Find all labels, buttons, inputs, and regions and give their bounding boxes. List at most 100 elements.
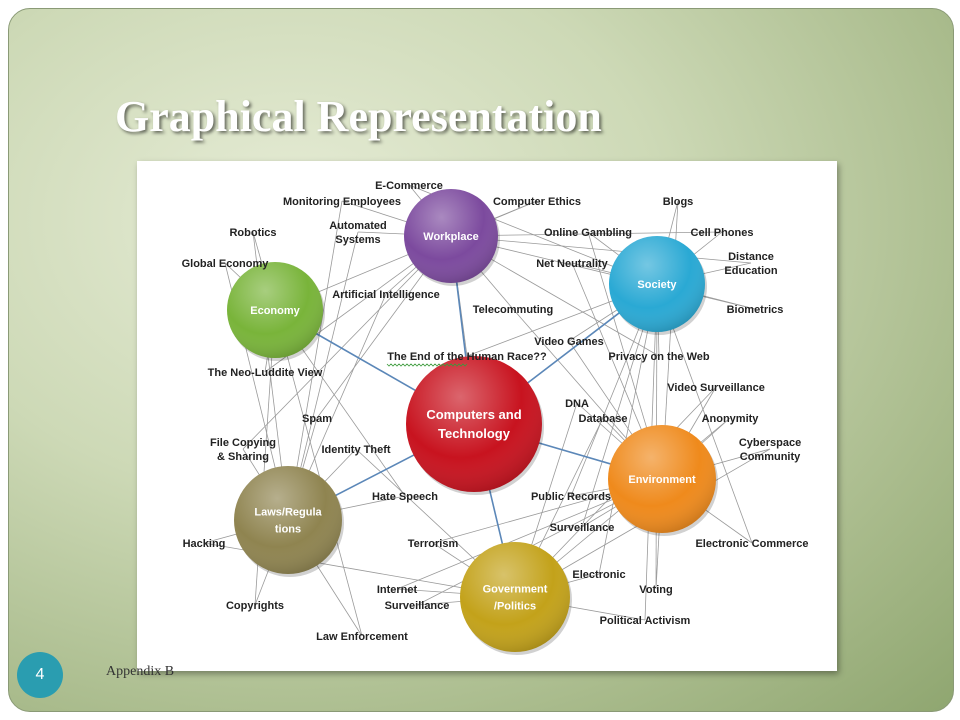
node-label-government: /Politics: [494, 600, 536, 612]
topic-label-distance-education: Distance: [728, 251, 774, 263]
topic-label-public-records: Public Records: [531, 491, 611, 503]
topic-label-internet-surveillance: Surveillance: [385, 600, 450, 612]
slide-title: Graphical Representation: [115, 92, 602, 141]
topic-label-internet: Internet: [377, 584, 418, 596]
grammar-squiggle: [386, 363, 468, 367]
topic-label-neo-luddite: The Neo-Luddite View: [208, 367, 323, 379]
topic-label-computer-ethics: Computer Ethics: [493, 196, 581, 208]
topic-label-surveillance: Surveillance: [550, 522, 615, 534]
topic-label-video-surveillance: Video Surveillance: [667, 382, 765, 394]
topic-robotics: Robotics: [229, 227, 276, 239]
topic-electronic-commerce: Electronic Commerce: [695, 538, 808, 550]
topic-label-net-neutrality: Net Neutrality: [536, 258, 608, 270]
topic-label-law-enforcement: Law Enforcement: [316, 631, 408, 643]
node-environment: Environment: [608, 425, 718, 536]
topic-public-records: Public Records: [531, 491, 611, 503]
topic-identity-theft: Identity Theft: [321, 444, 390, 456]
connector-distance-education-workplace: [450, 235, 752, 264]
topic-label-robotics: Robotics: [229, 227, 276, 239]
topic-label-file-copying: File Copying: [210, 437, 276, 449]
topic-neo-luddite: The Neo-Luddite View: [208, 367, 323, 379]
node-label-economy: Economy: [250, 305, 300, 317]
topic-voting: Voting: [639, 584, 672, 596]
topic-electronic: Electronic: [572, 569, 625, 581]
topic-database: Database: [579, 413, 628, 425]
topic-label-cell-phones: Cell Phones: [691, 227, 754, 239]
node-label-government: Government: [483, 583, 548, 595]
topic-computer-ethics: Computer Ethics: [493, 196, 581, 208]
topic-ecommerce: E-Commerce: [375, 180, 443, 192]
topic-label-dna: DNA: [565, 398, 589, 410]
topic-label-copyrights: Copyrights: [226, 600, 284, 612]
topic-label-distance-education: Education: [724, 265, 777, 277]
node-society: Society: [609, 236, 707, 335]
connector-electronic-society: [598, 283, 658, 575]
node-label-workplace: Workplace: [423, 231, 478, 243]
topic-label-hate-speech: Hate Speech: [372, 491, 438, 503]
topic-label-hacking: Hacking: [183, 538, 226, 550]
topic-global-economy: Global Economy: [182, 258, 270, 270]
topic-file-copying: File Copying & Sharing: [210, 437, 276, 463]
topic-surveillance: Surveillance: [550, 522, 615, 534]
topic-internet: Internet: [377, 584, 418, 596]
topic-monitoring: Monitoring Employees: [283, 196, 401, 208]
topic-label-global-economy: Global Economy: [182, 258, 270, 270]
node-government: Government/Politics: [460, 542, 572, 655]
topic-label-electronic: Electronic: [572, 569, 625, 581]
topic-label-blogs: Blogs: [663, 196, 694, 208]
topic-label-monitoring: Monitoring Employees: [283, 196, 401, 208]
topic-label-automated: Systems: [335, 234, 380, 246]
topic-telecommuting: Telecommuting: [473, 304, 553, 316]
footer-text: Appendix B: [106, 664, 175, 679]
topic-label-voting: Voting: [639, 584, 672, 596]
topic-label-online-gambling: Online Gambling: [544, 227, 632, 239]
topic-hate-speech: Hate Speech: [372, 491, 438, 503]
topic-online-gambling: Online Gambling: [544, 227, 632, 239]
node-label-environment: Environment: [628, 474, 696, 486]
topic-label-terrorism: Terrorism: [408, 538, 459, 550]
node-workplace: Workplace: [404, 189, 500, 286]
topic-hacking: Hacking: [183, 538, 226, 550]
connector-file-copying-workplace: [242, 235, 452, 450]
topic-label-political-activism: Political Activism: [600, 615, 691, 627]
topic-spam: Spam: [302, 413, 332, 425]
topic-ai: Artificial Intelligence: [332, 289, 440, 301]
topic-political-activism: Political Activism: [600, 615, 691, 627]
topic-label-cyberspace: Cyberspace: [739, 437, 801, 449]
topic-label-identity-theft: Identity Theft: [321, 444, 390, 456]
topic-video-surveillance: Video Surveillance: [667, 382, 765, 394]
topic-net-neutrality: Net Neutrality: [536, 258, 608, 270]
topic-anonymity: Anonymity: [702, 413, 760, 425]
topic-dna: DNA: [565, 398, 589, 410]
topic-law-enforcement: Law Enforcement: [316, 631, 408, 643]
connector-law-enforcement-economy: [274, 309, 363, 637]
node-label-laws: Laws/Regula: [254, 506, 322, 518]
topic-label-ecommerce: E-Commerce: [375, 180, 443, 192]
topic-privacy: Privacy on the Web: [608, 351, 710, 363]
topic-label-video-games: Video Games: [534, 336, 604, 348]
node-label-society: Society: [637, 279, 677, 291]
topic-label-end-human-race: The End of the Human Race??: [387, 351, 547, 363]
topic-label-automated: Automated: [329, 220, 386, 232]
topic-end-human-race: The End of the Human Race??: [386, 351, 547, 367]
topic-label-biometrics: Biometrics: [727, 304, 784, 316]
topic-label-telecommuting: Telecommuting: [473, 304, 553, 316]
topic-label-ai: Artificial Intelligence: [332, 289, 440, 301]
topic-label-spam: Spam: [302, 413, 332, 425]
topic-biometrics: Biometrics: [727, 304, 784, 316]
concept-map-svg: Computers andTechnologyWorkplaceEconomyS…: [182, 180, 809, 655]
connector-biometrics-workplace: [450, 235, 756, 310]
page-number-badge: 4: [17, 652, 63, 698]
node-label-center: Computers and: [426, 407, 521, 422]
topic-label-file-copying: & Sharing: [217, 451, 269, 463]
topic-copyrights: Copyrights: [226, 600, 284, 612]
node-label-center: Technology: [438, 426, 511, 441]
topic-internet-surveillance: Surveillance: [385, 600, 450, 612]
